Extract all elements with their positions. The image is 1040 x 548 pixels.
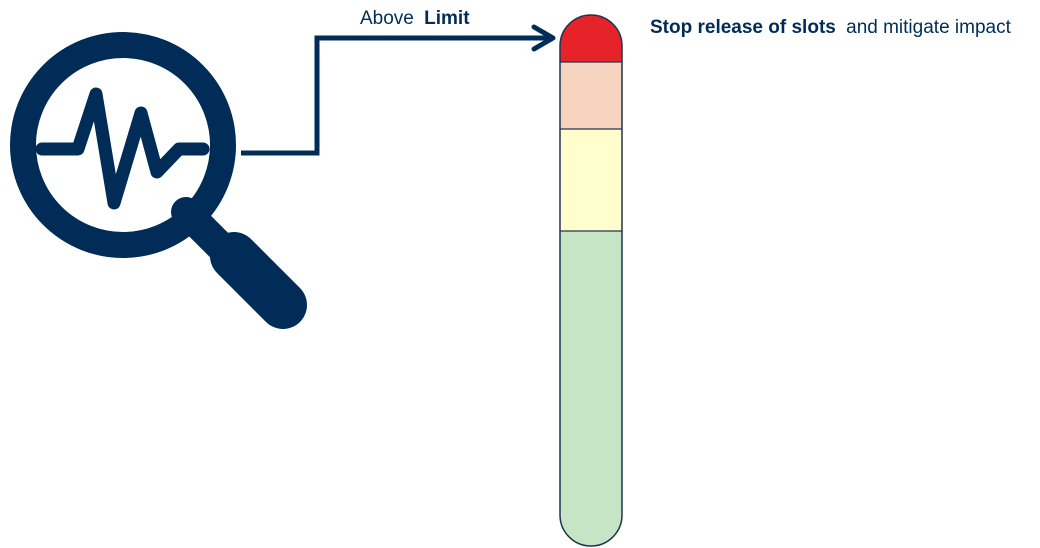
- magnifier-handle: [210, 232, 307, 329]
- arrow-label-emphasis: Limit: [424, 8, 470, 29]
- gauge-outline: [559, 14, 623, 547]
- heartbeat-line: [35, 87, 210, 210]
- action-rest: and mitigate impact: [846, 17, 1011, 38]
- arrowhead: [531, 24, 556, 52]
- connector-arrow: [241, 24, 556, 156]
- gauge-band-green: [560, 231, 622, 546]
- connector-line: [241, 35, 548, 156]
- gauge-band-peach: [560, 62, 622, 129]
- magnifier-lens: [10, 32, 236, 258]
- level-gauge: [559, 14, 623, 547]
- action-text: Stop release of slots and mitigate impac…: [650, 17, 1012, 38]
- gauge-band-red: [560, 15, 622, 62]
- arrow-label-prefix: Above: [360, 8, 414, 29]
- magnifier-heartbeat-icon: [10, 32, 307, 329]
- action-emphasis: Stop release of slots: [650, 17, 836, 38]
- arrow-label: Above Limit: [360, 8, 470, 29]
- gauge-band-yellow: [560, 129, 622, 231]
